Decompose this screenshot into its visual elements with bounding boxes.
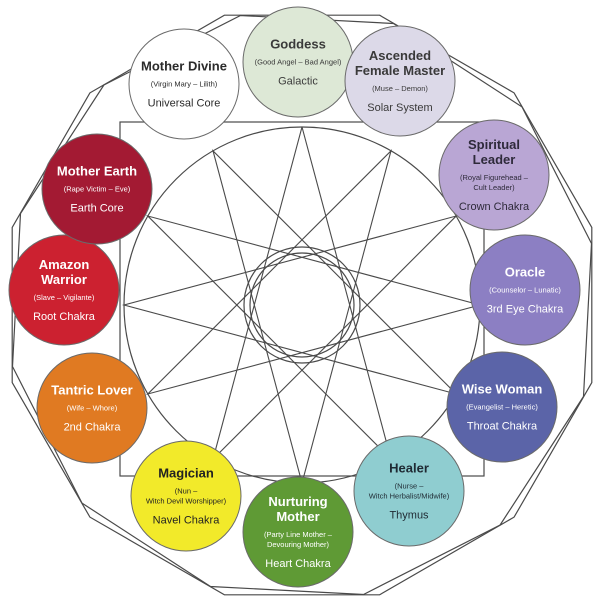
node-circle	[128, 28, 240, 140]
node-chakra-label: Galactic	[278, 76, 318, 88]
node-subtitle: (Nun –	[175, 487, 198, 496]
node-subtitle: (Rape Victim – Eve)	[64, 185, 131, 194]
node-subtitle: (Virgin Mary – Lilith)	[151, 80, 218, 89]
node-circle	[242, 476, 354, 588]
node-mother-divine: Mother Divine (Virgin Mary – Lilith) Unive…	[128, 28, 240, 140]
node-subtitle: (Evangelist – Heretic)	[466, 403, 538, 412]
node-chakra-label: Crown Chakra	[459, 201, 530, 213]
node-title: Amazon	[39, 257, 90, 272]
node-circle	[130, 440, 242, 552]
node-wise-woman: Wise Woman (Evangelist – Heretic) Throat C…	[446, 351, 558, 463]
node-subtitle: (Counselor – Lunatic)	[489, 286, 561, 295]
node-title: Leader	[473, 152, 516, 167]
node-title: Mother Earth	[57, 164, 137, 179]
node-goddess: Goddess (Good Angel – Bad Angel) Galactic	[242, 6, 354, 118]
node-circle	[36, 352, 148, 464]
outer-dodecagon-inner	[11, 14, 593, 596]
node-healer: Healer (Nurse –Witch Herbalist/Midwife) Th…	[353, 435, 465, 547]
node-title: Tantric Lover	[51, 383, 132, 398]
node-title: Wise Woman	[462, 382, 543, 397]
node-title: Magician	[158, 466, 214, 481]
node-title: Nurturing	[268, 494, 327, 509]
node-title: Spiritual	[468, 137, 520, 152]
node-mother-earth: Mother Earth (Rape Victim – Eve) Earth Cor…	[41, 133, 153, 245]
node-title: Oracle	[505, 265, 545, 280]
center-circle-outer	[243, 246, 361, 364]
node-circle	[446, 351, 558, 463]
twelve-point-star	[121, 126, 483, 486]
node-title: Female Master	[355, 63, 445, 78]
node-chakra-label: Solar System	[367, 102, 432, 114]
node-subtitle: (Muse – Demon)	[372, 84, 428, 93]
node-subtitle: Cult Leader)	[473, 183, 515, 192]
inner-circle	[123, 126, 481, 484]
square-frame	[119, 121, 485, 477]
node-chakra-label: Heart Chakra	[265, 558, 331, 570]
node-subtitle: (Wife – Whore)	[67, 404, 118, 413]
node-circle	[353, 435, 465, 547]
node-title: Goddess	[270, 37, 326, 52]
node-subtitle: (Good Angel – Bad Angel)	[255, 58, 342, 67]
node-chakra-label: Throat Chakra	[467, 421, 538, 433]
node-chakra-label: 3rd Eye Chakra	[487, 304, 564, 316]
node-title: Mother	[276, 509, 319, 524]
node-circle	[344, 25, 456, 137]
node-circle	[41, 133, 153, 245]
node-magician: Magician (Nun –Witch Devil Worshipper) Nav…	[130, 440, 242, 552]
node-chakra-label: Thymus	[389, 510, 429, 522]
node-chakra-label: Universal Core	[148, 98, 221, 110]
node-chakra-label: Navel Chakra	[153, 515, 221, 527]
node-chakra-label: 2nd Chakra	[64, 422, 122, 434]
node-title: Mother Divine	[141, 59, 227, 74]
archetype-nodes: Goddess(Good Angel – Bad Angel)GalacticA…	[8, 6, 581, 588]
outer-dodecagon	[11, 14, 593, 596]
node-subtitle: (Royal Figurehead –	[460, 173, 529, 182]
node-title: Healer	[389, 461, 429, 476]
node-subtitle: Witch Devil Worshipper)	[146, 497, 227, 506]
node-oracle: Oracle (Counselor – Lunatic) 3rd Eye Chakr…	[469, 234, 581, 346]
node-tantric-lover: Tantric Lover (Wife – Whore) 2nd Chakra	[36, 352, 148, 464]
node-chakra-label: Root Chakra	[33, 311, 96, 323]
node-title: Warrior	[41, 272, 87, 287]
node-circle	[438, 119, 550, 231]
node-subtitle: Devouring Mother)	[267, 540, 330, 549]
node-subtitle: Witch Herbalist/Midwife)	[369, 492, 450, 501]
node-circle	[469, 234, 581, 346]
node-chakra-label: Earth Core	[70, 203, 123, 215]
node-subtitle: (Slave – Vigilante)	[34, 293, 95, 302]
node-circle	[8, 234, 120, 346]
node-subtitle: (Party Line Mother –	[264, 530, 333, 539]
node-title: Ascended	[369, 48, 431, 63]
center-circle-inner	[249, 252, 355, 358]
node-subtitle: (Nurse –	[395, 482, 425, 491]
